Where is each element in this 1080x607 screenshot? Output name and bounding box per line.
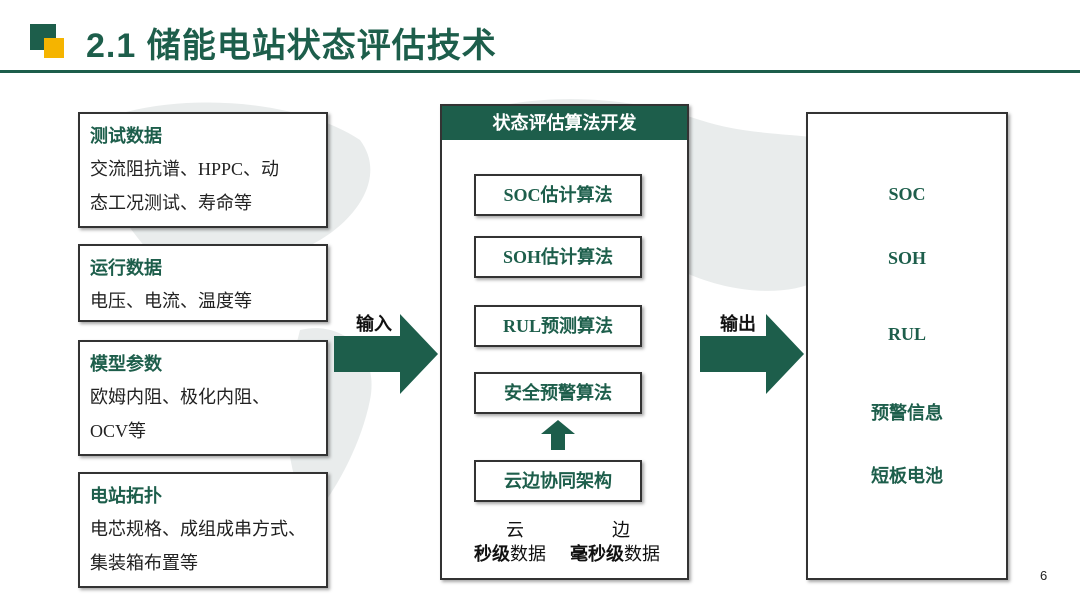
- algorithm-development-panel: 状态评估算法开发 SOC估计算法 SOH估计算法 RUL预测算法 安全预警算法 …: [440, 104, 689, 580]
- output-arrow-label: 输出: [720, 314, 756, 334]
- cloud-edge-architecture-box: 云边协同架构: [474, 460, 642, 502]
- output-box: SOC SOH RUL 预警信息 短板电池: [806, 112, 1008, 580]
- title-divider: [0, 70, 1080, 73]
- panel-header: 状态评估算法开发: [442, 106, 687, 140]
- edge-label: 边: [612, 520, 630, 540]
- output-item-soh: SOH: [887, 248, 926, 268]
- output-item-warning-info: 预警信息: [871, 403, 943, 423]
- source-box-test-data: 测试数据 交流阻抗谱、HPPC、动 态工况测试、寿命等: [78, 112, 328, 228]
- algorithm-box-soc: SOC估计算法: [474, 174, 642, 216]
- page-title: 2.1 储能电站状态评估技术: [86, 27, 497, 65]
- algorithm-box-safety-warning: 安全预警算法: [474, 372, 642, 414]
- algorithm-box-rul: RUL预测算法: [474, 305, 642, 347]
- input-arrow-icon: [334, 314, 438, 394]
- output-item-weak-cell: 短板电池: [871, 466, 943, 486]
- source-body: 交流阻抗谱、HPPC、动 态工况测试、寿命等: [90, 159, 280, 213]
- output-item-rul: RUL: [887, 324, 926, 344]
- cloud-label: 云: [506, 520, 524, 540]
- algorithm-box-soh: SOH估计算法: [474, 236, 642, 278]
- output-arrow-icon: [700, 314, 804, 394]
- edge-data-rate: 毫秒级数据: [570, 544, 660, 564]
- source-body: 电压、电流、温度等: [90, 291, 252, 311]
- page-number: 6: [1040, 568, 1048, 583]
- source-box-station-topology: 电站拓扑 电芯规格、成组成串方式、 集装箱布置等: [78, 472, 328, 588]
- source-box-operation-data: 运行数据 电压、电流、温度等: [78, 244, 328, 322]
- source-box-model-parameters: 模型参数 欧姆内阻、极化内阻、 OCV等: [78, 340, 328, 456]
- up-arrow-icon: [541, 420, 575, 450]
- output-item-soc: SOC: [888, 184, 926, 204]
- source-body: 电芯规格、成组成串方式、 集装箱布置等: [90, 519, 306, 573]
- input-arrow-label: 输入: [356, 314, 392, 334]
- cloud-data-rate: 秒级数据: [474, 544, 546, 564]
- title-square-icon: [30, 24, 64, 58]
- source-heading: 电站拓扑: [90, 486, 162, 506]
- source-heading: 测试数据: [90, 126, 162, 146]
- source-heading: 模型参数: [90, 354, 162, 374]
- source-heading: 运行数据: [90, 258, 162, 278]
- source-body: 欧姆内阻、极化内阻、 OCV等: [90, 387, 270, 441]
